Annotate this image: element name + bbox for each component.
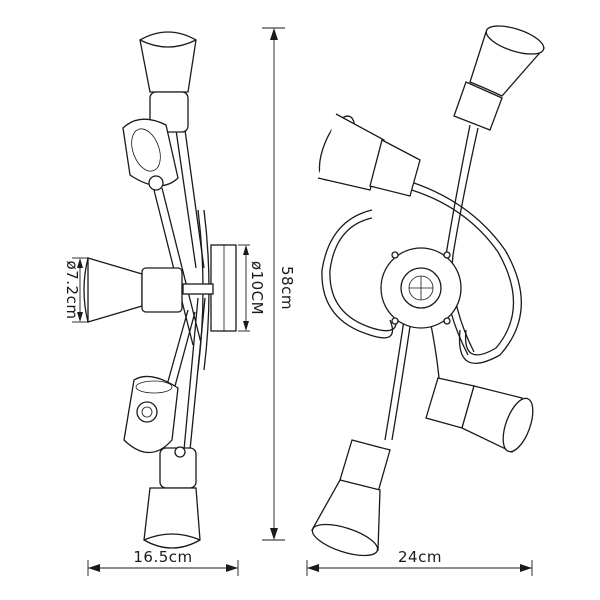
side-view-canopy	[182, 244, 237, 332]
side-view-shade-upper-angled	[122, 118, 179, 191]
top-view-canopy	[380, 247, 462, 329]
dimension-top-width	[306, 560, 533, 576]
side-width-label: 16.5cm	[133, 548, 192, 566]
shade-diameter-label: ø7.2cm	[63, 261, 81, 320]
top-view	[311, 25, 545, 557]
height-label: 58cm	[278, 266, 296, 310]
side-view-shade-lower-angled	[123, 375, 179, 454]
side-view-shade-bottom	[143, 446, 201, 549]
dimension-height	[262, 27, 285, 541]
dimension-shade-diameter	[72, 257, 88, 323]
top-view-shade-right	[425, 377, 534, 453]
canopy-diameter-label: ø10CM	[248, 261, 266, 315]
dimension-canopy-diameter	[238, 244, 250, 332]
side-view	[83, 31, 237, 549]
top-width-label: 24cm	[398, 548, 442, 566]
dimension-side-width	[87, 560, 239, 576]
top-view-shade-bottom	[311, 439, 391, 557]
top-view-shade-top	[453, 25, 545, 131]
top-view-shade-left	[317, 113, 421, 197]
side-view-shade-top	[139, 31, 197, 133]
side-view-shade-middle	[83, 257, 183, 323]
